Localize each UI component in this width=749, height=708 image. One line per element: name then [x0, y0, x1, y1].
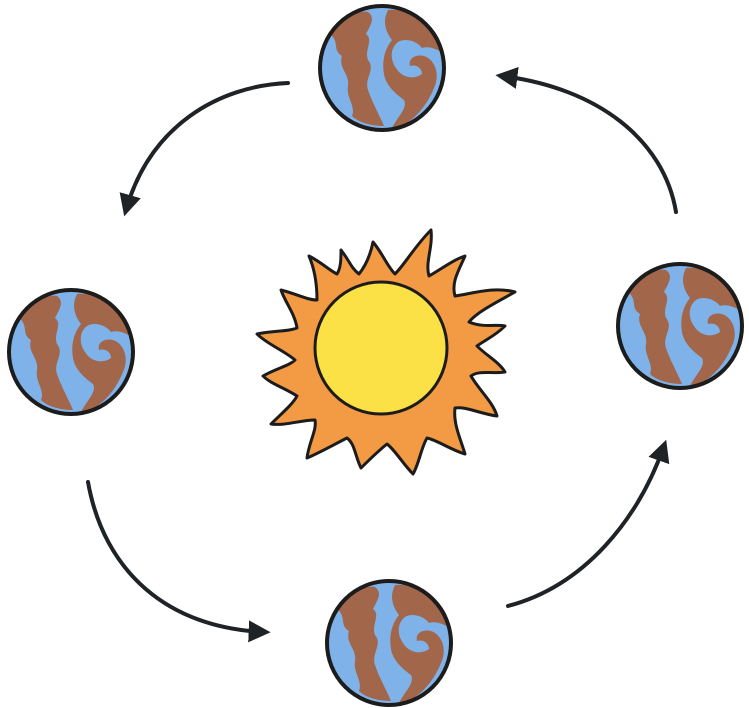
- sun-icon: [257, 230, 515, 474]
- earth-top-icon: [320, 6, 444, 130]
- arrow-top-to-left-icon: [126, 83, 288, 210]
- sun-core: [315, 282, 447, 414]
- arrow-right-to-top-icon: [502, 76, 676, 212]
- arrow-left-to-bottom-icon: [88, 482, 264, 632]
- earth-left-icon: [9, 290, 133, 414]
- earth-bottom-icon: [327, 581, 451, 705]
- earth-right-icon: [618, 264, 742, 388]
- arrow-bottom-to-right-icon: [508, 446, 664, 606]
